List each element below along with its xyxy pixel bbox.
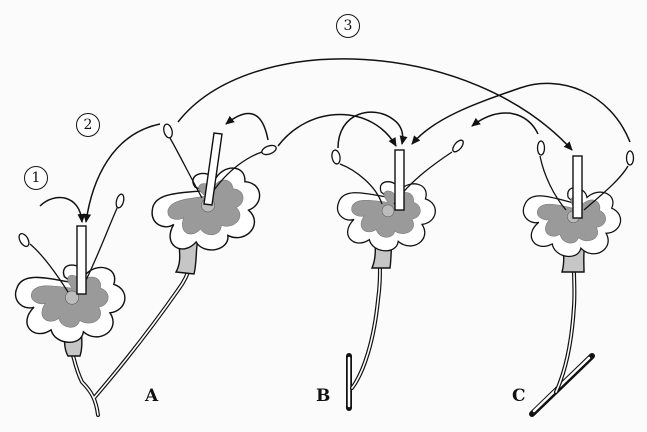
flower-a2-anther-right	[261, 144, 278, 157]
plant-label-b: B	[316, 386, 330, 406]
flower-a2-anther-left	[162, 123, 173, 139]
plant-label-a: A	[145, 386, 158, 406]
arrow-number-3: 3	[336, 14, 360, 38]
flower-c-anther-left	[538, 141, 545, 155]
flower-c	[520, 141, 634, 272]
arrow-number-2: 2	[76, 113, 100, 137]
flower-c-stigma	[573, 156, 582, 218]
flower-a1-anther-left	[17, 232, 31, 248]
flower-b-anther-left	[331, 149, 341, 164]
flower-a1-anther-right	[115, 193, 125, 208]
arrow-2-same-plant	[86, 124, 160, 222]
plant-b-stem	[352, 262, 380, 388]
plant-a	[16, 123, 278, 415]
flower-a2-stamen-left	[170, 138, 202, 198]
arrow-b-self	[338, 112, 403, 148]
flower-a2	[145, 123, 277, 274]
arrow-1-self-pollination	[40, 198, 82, 222]
flower-b	[331, 138, 465, 268]
plant-c	[520, 141, 634, 414]
flower-c-anther-right	[627, 151, 634, 165]
arrow-c-to-b-left	[472, 113, 538, 134]
plant-b	[331, 138, 465, 408]
plant-label-c: C	[512, 386, 526, 406]
flower-a1	[16, 193, 126, 356]
arrow-a-to-b	[278, 115, 396, 147]
flower-b-anther-right	[451, 138, 465, 153]
arrow-number-1: 1	[24, 166, 48, 190]
flower-b-stigma	[395, 150, 404, 210]
arrow-2b-same-flower	[226, 113, 268, 140]
arrow-3-cross-pollination	[178, 59, 572, 150]
flower-a1-stigma	[77, 226, 86, 294]
arrow-c-to-b	[412, 83, 630, 144]
